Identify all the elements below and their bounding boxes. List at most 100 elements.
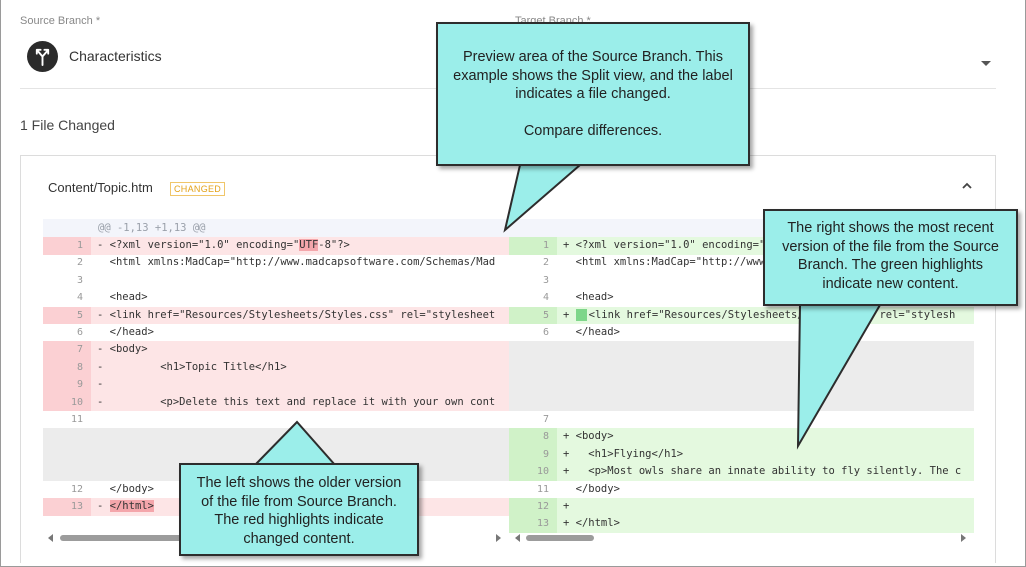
right-callout-text: The right shows the most recent version … <box>782 220 999 292</box>
right-diff-line <box>509 393 974 412</box>
branch-icon <box>27 41 58 72</box>
left-diff-line: 10- <p>Delete this text and replace it w… <box>43 393 509 412</box>
code-segment: - <box>97 500 110 512</box>
preview-callout: Preview area of the Source Branch. This … <box>436 22 750 166</box>
code-text: </head> <box>557 324 974 342</box>
code-segment: + <body> <box>563 430 614 443</box>
hunk-header-text: @@ -1,13 +1,13 @@ <box>98 222 206 234</box>
left-diff-line: 6 </head> <box>43 324 509 342</box>
right-diff-line: 3 <box>509 272 974 290</box>
code-text: - <box>91 376 509 394</box>
code-segment: </body> <box>97 482 154 495</box>
code-text: + <body> <box>557 428 974 446</box>
line-number: 7 <box>43 341 91 359</box>
code-segment: - <?xml version="1.0" encoding=" <box>97 239 300 251</box>
code-text: + </html> <box>557 515 974 533</box>
code-segment: + <h1>Flying</h1> <box>563 447 684 460</box>
line-number <box>509 393 557 412</box>
line-number: 3 <box>76 274 83 286</box>
line-number <box>509 358 557 377</box>
code-segment: - <h1>Topic Title</h1> <box>97 360 287 373</box>
left-diff-line <box>43 428 509 446</box>
right-diff-line: 12+ <box>509 498 974 516</box>
left-callout-pointer <box>252 420 338 466</box>
line-number: 8 <box>43 358 91 377</box>
right-diff-line <box>509 376 974 394</box>
file-name[interactable]: Content/Topic.htm <box>48 180 153 195</box>
code-text: - <link href="Resources/Stylesheets/Styl… <box>91 307 509 325</box>
source-branch-label: Source Branch * <box>20 15 101 27</box>
line-number: 9 <box>509 445 557 464</box>
right-diff-line <box>509 341 974 359</box>
chevron-down-icon[interactable] <box>981 61 991 66</box>
left-diff-line: 4 <head> <box>43 289 509 307</box>
right-diff-line: 6 </head> <box>509 324 974 342</box>
line-number: 5 <box>509 306 557 325</box>
files-changed-summary: 1 File Changed <box>20 117 115 133</box>
left-pane-scrollbar[interactable] <box>60 535 190 541</box>
code-text: - </html> <box>91 498 509 516</box>
code-segment: </body> <box>563 482 620 495</box>
line-number <box>509 341 557 359</box>
line-number: 5 <box>43 306 91 325</box>
status-badge: CHANGED <box>170 182 226 196</box>
line-number: 4 <box>542 292 549 304</box>
code-text: - <h1>Topic Title</h1> <box>91 359 509 377</box>
left-diff-line: 3 <box>43 272 509 290</box>
split-arrow-icon <box>35 48 50 66</box>
code-text: + <h1>Flying</h1> <box>557 446 974 464</box>
preview-callout-pointer <box>503 164 583 233</box>
code-text: - <body> <box>91 341 509 359</box>
changed-text-highlight: UTF <box>299 239 319 251</box>
right-diff-line: 7 <box>509 411 974 429</box>
line-number: 3 <box>542 274 549 286</box>
preview-callout-text: Preview area of the Source Branch. This … <box>453 49 733 102</box>
source-branch-select[interactable]: Characteristics <box>69 48 162 64</box>
left-callout: The left shows the older version of the … <box>179 463 419 556</box>
code-segment: </head> <box>97 326 154 338</box>
left-diff-line: 9- <box>43 376 509 394</box>
line-number <box>509 376 557 394</box>
code-segment: <html xmlns:MadCap="http://www.madcapsof… <box>97 256 496 269</box>
line-number <box>43 428 91 446</box>
right-callout-pointer <box>796 304 882 450</box>
code-segment: - <p>Delete this text and replace it wit… <box>97 395 496 408</box>
line-number: 8 <box>509 428 557 446</box>
code-text: </head> <box>91 324 509 342</box>
scroll-right-icon[interactable] <box>496 534 501 542</box>
left-diff-line: 1- <?xml version="1.0" encoding="UTF-8"?… <box>43 237 509 255</box>
scroll-right-icon[interactable] <box>961 534 966 542</box>
code-text: </body> <box>91 481 509 499</box>
code-segment: + <box>563 308 576 321</box>
changed-text-highlight: </html> <box>109 500 154 512</box>
line-number: 6 <box>76 327 83 338</box>
chevron-up-icon[interactable] <box>962 181 972 191</box>
right-diff-line: 9 + <h1>Flying</h1> <box>509 445 974 464</box>
code-text: <head> <box>557 289 974 307</box>
line-number: 12 <box>70 483 83 495</box>
line-number: 1 <box>43 237 91 255</box>
right-diff-line: 4 <head> <box>509 289 974 307</box>
code-text: </body> <box>557 481 974 499</box>
line-number: 7 <box>542 414 549 425</box>
right-pane-scrollbar[interactable] <box>526 535 594 541</box>
code-text: <html xmlns:MadCap="http://www.madcapsof… <box>91 254 509 272</box>
line-number: 6 <box>542 327 549 338</box>
line-number: 10 <box>509 463 557 481</box>
left-diff-line: 11 <box>43 411 509 429</box>
left-diff-line: 7- <body> <box>43 341 509 359</box>
code-segment: + </html> <box>563 517 620 530</box>
code-segment: - <link href="Resources/Stylesheets/Styl… <box>97 308 496 321</box>
right-diff-line: 11 </body> <box>509 481 974 499</box>
line-number: 12 <box>509 498 557 516</box>
line-number: 4 <box>76 292 83 304</box>
code-segment: - <box>97 378 104 391</box>
code-segment: + <p>Most owls share an innate ability t… <box>563 465 962 478</box>
scroll-left-icon[interactable] <box>515 534 520 542</box>
right-diff-line: 10 + <p>Most owls share an innate ability… <box>509 463 974 481</box>
line-number: 11 <box>70 414 83 425</box>
code-text: - <?xml version="1.0" encoding="UTF-8"?> <box>91 237 509 255</box>
line-number: 1 <box>509 237 557 255</box>
left-diff-line: 5 - <link href="Resources/Stylesheets/Sty… <box>43 306 509 325</box>
scroll-left-icon[interactable] <box>48 534 53 542</box>
